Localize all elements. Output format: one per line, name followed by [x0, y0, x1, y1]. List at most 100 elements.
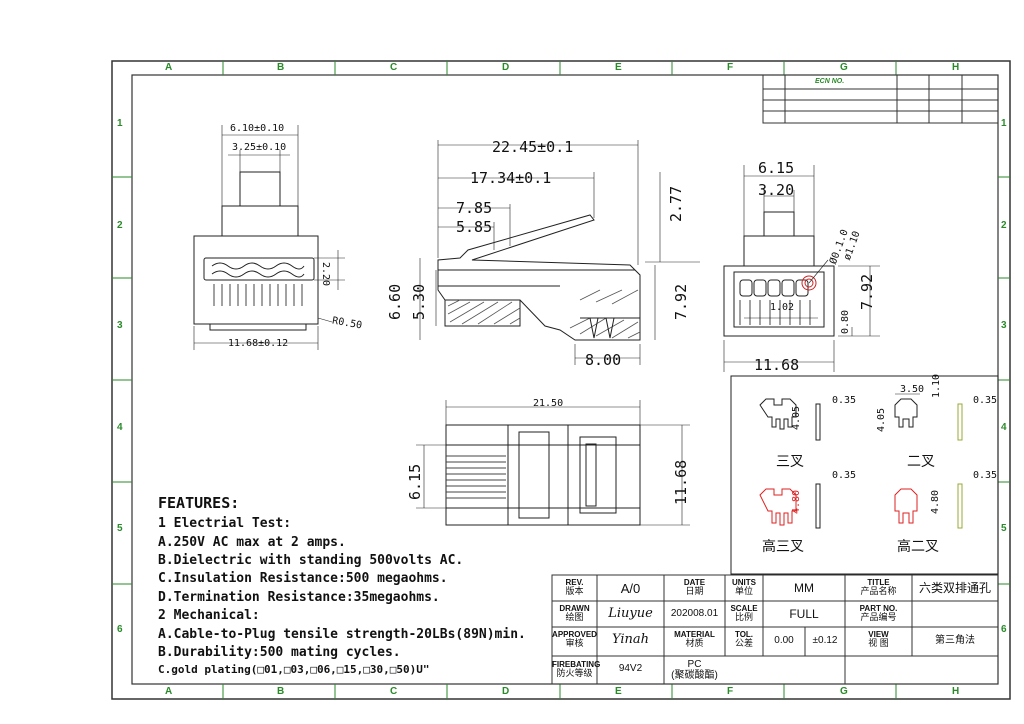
contact-3-height: 4.80: [791, 489, 802, 514]
contact-4-label: 高二叉: [897, 539, 939, 555]
features-line-8: B.Durability:500 mating cycles.: [158, 645, 401, 660]
tol-value-2: ±0.12: [812, 635, 838, 646]
grid-col-g-bottom: G: [840, 686, 848, 697]
revision-block: [762, 74, 999, 124]
top-length: 21.50: [533, 398, 564, 409]
grid-row-6: 6: [117, 624, 123, 635]
grid-row-5-right: 5: [1001, 523, 1007, 534]
scale-value: FULL: [789, 607, 819, 621]
side-view-outline: [419, 140, 700, 365]
rev-value: A/0: [620, 581, 641, 596]
grid-col-e: E: [615, 62, 622, 73]
side-height-total: 6.60: [386, 283, 404, 320]
top-width-right: 11.68: [672, 459, 690, 505]
grid-col-b-bottom: B: [277, 686, 285, 697]
contact-2-top: 1.10: [931, 373, 942, 398]
features-line-9: C.gold plating(□01,□03,□06,□15,□30,□50)U…: [158, 663, 430, 676]
front-view-outline: [193, 125, 345, 350]
end-tab-width: 3.20: [758, 181, 795, 199]
end-width: 11.68: [754, 356, 800, 374]
grid-row-2: 2: [117, 220, 123, 231]
features-line-4: C.Insulation Resistance:500 megaohms.: [158, 571, 448, 586]
tol-value-1: 0.00: [774, 635, 794, 646]
end-top-width: 6.15: [758, 159, 795, 177]
grid-col-e-bottom: E: [615, 686, 622, 697]
fire-value: 94V2: [618, 663, 643, 674]
side-height-body: 5.30: [410, 283, 428, 320]
drawn-signature: Liuyue: [608, 606, 653, 621]
features-line-6: 2 Mechanical:: [158, 608, 260, 623]
front-width-inner: 3.25±0.10: [232, 142, 287, 153]
contact-1-height: 4.05: [791, 405, 802, 430]
end-pitch: 1.02: [770, 302, 795, 313]
tol-label: TOL.公差: [734, 630, 754, 649]
grid-ticks: [112, 61, 1010, 699]
contact-4-height: 4.80: [930, 489, 941, 514]
contact-2-label: 二叉: [907, 454, 935, 470]
grid-row-4-right: 4: [1001, 422, 1007, 433]
front-width-bottom: 11.68±0.12: [228, 338, 289, 349]
features-line-3: B.Dielectric with standing 500volts AC.: [158, 553, 464, 568]
grid-col-h: H: [952, 62, 960, 73]
contact-2-height: 4.05: [876, 407, 887, 432]
title-value: 六类双排通孔: [918, 581, 991, 595]
approved-signature: Yinah: [611, 632, 649, 647]
title-block: [551, 574, 999, 685]
contact-2-thickness: 0.35: [973, 395, 998, 406]
features-line-5: D.Termination Resistance:35megaohms.: [158, 590, 440, 605]
side-latch-1: 7.85: [456, 199, 493, 217]
contact-1-label: 三叉: [776, 454, 804, 470]
date-value: 202008.01: [670, 608, 719, 619]
part-label: PART NO.产品编号: [859, 604, 898, 623]
grid-col-a: A: [165, 62, 173, 73]
features-line-2: A.250V AC max at 2 amps.: [158, 535, 346, 550]
side-latch-2: 5.85: [456, 218, 493, 236]
side-latch-height: 2.77: [667, 185, 685, 222]
grid-row-3: 3: [117, 320, 123, 331]
end-view-outline: [723, 165, 880, 372]
grid-col-f: F: [727, 62, 734, 73]
view-value: 第三角法: [935, 635, 975, 646]
contact-1-thickness: 0.35: [832, 395, 857, 406]
features-line-1: 1 Electrial Test:: [158, 516, 292, 531]
top-view-outline: [416, 400, 690, 526]
grid-row-2-right: 2: [1001, 220, 1007, 231]
grid-row-3-right: 3: [1001, 320, 1007, 331]
side-overall-length: 22.45±0.1: [492, 138, 574, 156]
grid-row-4: 4: [117, 422, 123, 433]
grid-col-g: G: [840, 62, 848, 73]
grid-row-6-right: 6: [1001, 624, 1007, 635]
front-height: 2.20: [320, 262, 331, 287]
side-body-length: 17.34±0.1: [470, 169, 552, 187]
grid-col-b: B: [277, 62, 285, 73]
grid-col-f-bottom: F: [727, 686, 734, 697]
contact-3-label: 高三叉: [762, 539, 804, 555]
side-height-right: 7.92: [672, 283, 690, 320]
contact-detail-box: [730, 375, 999, 575]
top-width-left: 6.15: [406, 463, 424, 500]
grid-col-a-bottom: A: [165, 686, 173, 697]
units-value: MM: [794, 581, 814, 595]
end-bottom-gap: 0.80: [840, 309, 851, 334]
rev-label: REV.版本: [565, 578, 584, 597]
grid-col-h-bottom: H: [952, 686, 960, 697]
contact-2-width: 3.50: [900, 384, 925, 395]
side-bottom-length: 8.00: [585, 351, 622, 369]
contact-3-thickness: 0.35: [832, 470, 857, 481]
grid-col-d: D: [502, 62, 510, 73]
grid-col-c: C: [390, 62, 398, 73]
front-width-top: 6.10±0.10: [230, 123, 285, 134]
grid-row-1-right: 1: [1001, 118, 1007, 129]
end-height: 7.92: [858, 273, 876, 310]
grid-row-1: 1: [117, 118, 123, 129]
